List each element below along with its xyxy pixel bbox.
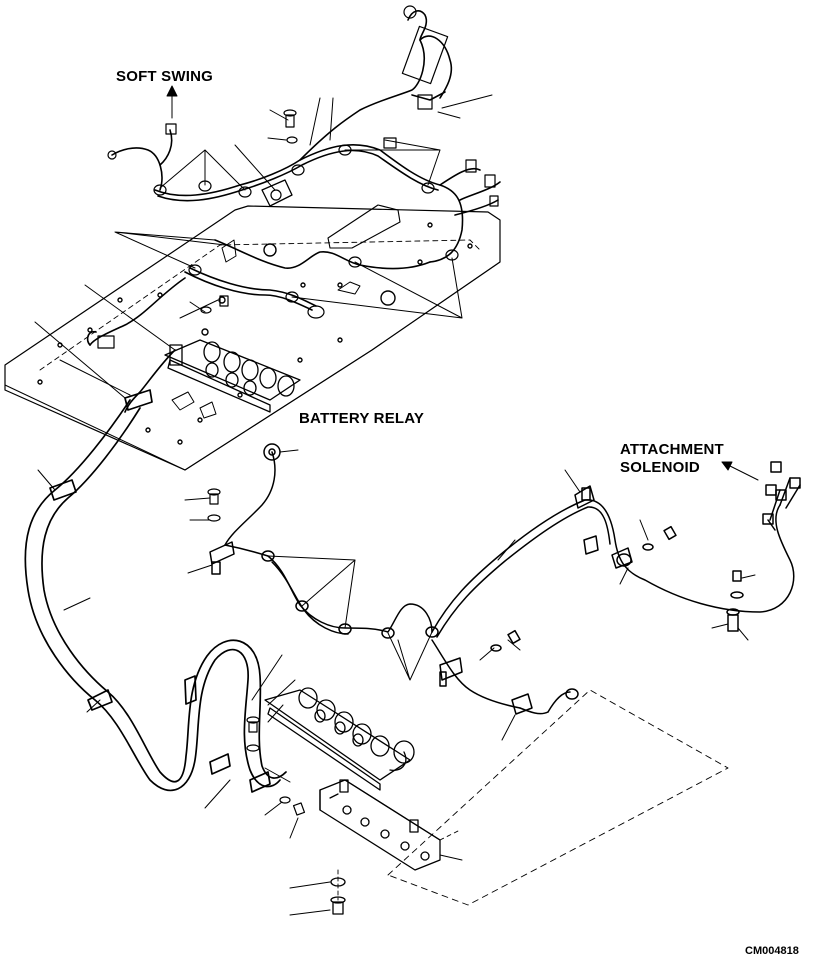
leader-lines <box>34 85 759 916</box>
attachment-solenoid-label-line2: SOLENOID <box>620 459 700 476</box>
attachment-solenoid-label-line1: ATTACHMENT <box>620 441 724 458</box>
floor-plate <box>4 204 501 471</box>
upper-clamps <box>97 5 499 349</box>
terminal-bracket <box>319 779 441 915</box>
attachment-harness <box>431 461 801 715</box>
upper-relay-block <box>164 339 301 413</box>
drawing-code: CM004818 <box>745 945 799 957</box>
main-harness-tube <box>24 389 287 793</box>
hardware-bolts <box>207 488 306 816</box>
battery-relay-harness <box>209 443 439 639</box>
battery-relay-label: BATTERY RELAY <box>299 410 425 427</box>
lower-relay-block <box>264 687 415 791</box>
bracket-dashed-link <box>439 829 461 841</box>
bracket-dashed-outline <box>387 689 729 906</box>
soft-swing-label: SOFT SWING <box>116 68 213 85</box>
